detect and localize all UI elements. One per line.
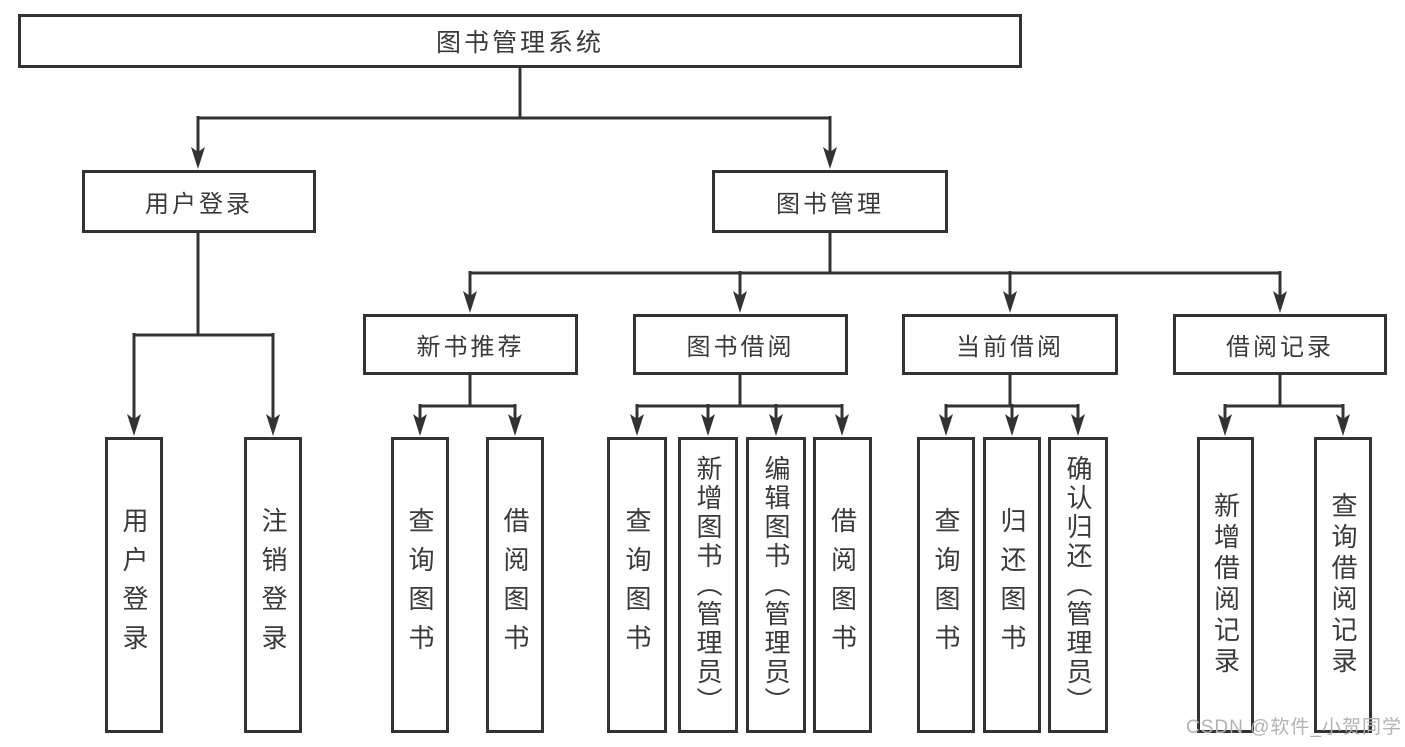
- node-leaf-edit-books-admin: 编辑图书（管理员）: [746, 437, 806, 733]
- node-leaf-query-books-3: 查询图书: [917, 437, 975, 733]
- node-leaf-borrow-books-1: 借阅图书: [486, 437, 544, 733]
- node-new-book-recommend: 新书推荐: [363, 314, 578, 375]
- watermark-text: CSDN @软件_小贺同学: [1186, 717, 1402, 738]
- node-leaf-logout: 注销登录: [244, 437, 302, 733]
- node-root-system: 图书管理系统: [18, 14, 1022, 68]
- node-leaf-borrow-books-2: 借阅图书: [813, 437, 872, 733]
- node-book-management: 图书管理: [712, 170, 948, 233]
- node-leaf-user-login: 用户登录: [105, 437, 163, 733]
- node-leaf-query-books-1: 查询图书: [391, 437, 449, 733]
- arrowhead-icon: [127, 147, 1350, 436]
- node-leaf-add-borrow-record: 新增借阅记录: [1197, 437, 1254, 733]
- node-leaf-query-borrow-record: 查询借阅记录: [1314, 437, 1372, 733]
- tree-edges: [132, 68, 1345, 420]
- node-book-borrow: 图书借阅: [633, 314, 848, 375]
- node-user-login: 用户登录: [82, 170, 316, 233]
- node-leaf-confirm-return-admin: 确认归还（管理员）: [1048, 437, 1108, 733]
- node-current-borrow: 当前借阅: [902, 314, 1118, 375]
- node-leaf-query-books-2: 查询图书: [607, 437, 667, 733]
- node-borrow-records: 借阅记录: [1173, 314, 1387, 375]
- node-leaf-return-books: 归还图书: [983, 437, 1041, 733]
- node-leaf-add-books-admin: 新增图书（管理员）: [678, 437, 738, 733]
